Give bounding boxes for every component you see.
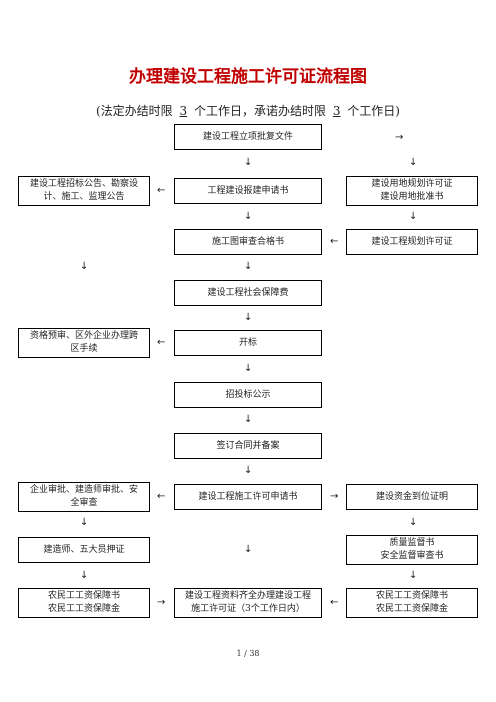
node-supervision-docs-line: 质量监督书 [389, 538, 435, 548]
node-supervision-docs: 质量监督书 安全监督审查书 [346, 535, 478, 565]
node-migrant-left-line: 农民工工资保障金 [47, 604, 120, 614]
promise-days: 3 [332, 104, 341, 118]
node-land-use-permit-line: 建设用地规划许可证 [371, 179, 453, 189]
node-bidding-notice-line: 建设工程招标公告、勘察设 [29, 179, 138, 189]
node-contract-filing: 签订合同并备案 [174, 433, 322, 459]
node-migrant-left-line: 农民工工资保障书 [47, 591, 120, 601]
node-bidding-notice-line: 计、施工、监理公告 [43, 192, 125, 202]
arrow-left: ← [330, 236, 339, 247]
node-qualification-precheck-line: 区手续 [70, 344, 98, 354]
arrow-down: ↓ [244, 261, 253, 272]
node-enterprise-approval-line: 全审查 [70, 498, 98, 508]
node-social-security-fee: 建设工程社会保障费 [174, 280, 322, 306]
node-bid-opening-label: 开标 [238, 337, 257, 348]
node-migrant-left: 农民工工资保障书 农民工工资保障金 [18, 588, 150, 618]
node-social-security-fee-label: 建设工程社会保障费 [207, 287, 289, 298]
arrow-right: → [330, 491, 339, 502]
arrow-right: → [395, 132, 404, 143]
node-qualification-precheck: 资格预审、区外企业办理跨 区手续 [18, 328, 150, 358]
legal-days: 3 [179, 104, 188, 118]
node-enterprise-approval: 企业审批、建造师审批、安 全审查 [18, 482, 150, 512]
arrow-down: ↓ [409, 570, 418, 581]
subtitle-suffix: 个工作日) [347, 104, 400, 118]
arrow-down: ↓ [244, 363, 253, 374]
node-construction-application-label: 工程建设报建申请书 [207, 185, 289, 196]
arrow-down: ↓ [409, 211, 418, 222]
node-bid-publicity-label: 招投标公示 [225, 389, 271, 400]
node-enterprise-approval-line: 企业审批、建造师审批、安 [29, 485, 138, 495]
node-land-use-permit-line: 建设用地批准书 [380, 192, 444, 202]
node-qualification-precheck-line: 资格预审、区外企业办理跨 [29, 331, 138, 341]
node-permit-issue: 建设工程资料齐全办理建设工程 施工许可证（3个工作日内） [174, 588, 322, 618]
arrow-down: ↓ [244, 414, 253, 425]
node-bid-publicity: 招投标公示 [174, 382, 322, 408]
node-bid-opening: 开标 [174, 330, 322, 356]
node-builder-pledge: 建造师、五大员押证 [18, 537, 150, 563]
node-drawing-review-label: 施工图审查合格书 [211, 236, 284, 247]
node-permit-issue-line: 建设工程资料齐全办理建设工程 [184, 591, 311, 601]
node-approval-docs: 建设工程立项批复文件 [174, 124, 322, 150]
page-subtitle: (法定办结时限 3 个工作日，承诺办结时限 3 个工作日) [0, 102, 496, 119]
arrow-down: ↓ [80, 570, 89, 581]
node-bidding-notice: 建设工程招标公告、勘察设 计、施工、监理公告 [18, 176, 150, 206]
node-approval-docs-label: 建设工程立项批复文件 [202, 131, 293, 142]
arrow-down: ↓ [244, 544, 253, 555]
arrow-down: ↓ [244, 157, 253, 168]
node-planning-permit-label: 建设工程规划许可证 [371, 236, 453, 247]
node-migrant-right: 农民工工资保障书 农民工工资保障金 [346, 588, 478, 618]
node-permit-application: 建设工程施工许可申请书 [174, 484, 322, 510]
node-permit-issue-line: 施工许可证（3个工作日内） [191, 604, 305, 614]
arrow-down: ↓ [409, 517, 418, 528]
subtitle-prefix: (法定办结时限 [96, 104, 173, 118]
node-migrant-right-line: 农民工工资保障金 [375, 604, 448, 614]
node-supervision-docs-line: 安全监督审查书 [380, 551, 444, 561]
arrow-down: ↓ [409, 157, 418, 168]
arrow-right: → [157, 597, 166, 608]
arrow-left: ← [330, 597, 339, 608]
node-land-use-permit: 建设用地规划许可证 建设用地批准书 [346, 176, 478, 206]
page-number: 1 / 38 [236, 649, 260, 658]
node-permit-application-label: 建设工程施工许可申请书 [198, 491, 298, 502]
node-fund-certificate-label: 建设资金到位证明 [375, 491, 448, 502]
node-migrant-right-line: 农民工工资保障书 [375, 591, 448, 601]
arrow-left: ← [157, 185, 166, 196]
node-fund-certificate: 建设资金到位证明 [346, 484, 478, 510]
arrow-down: ↓ [80, 261, 89, 272]
arrow-left: ← [157, 337, 166, 348]
node-builder-pledge-label: 建造师、五大员押证 [43, 544, 125, 555]
arrow-down: ↓ [244, 211, 253, 222]
arrow-left: ← [157, 491, 166, 502]
arrow-down: ↓ [244, 465, 253, 476]
arrow-down: ↓ [80, 517, 89, 528]
node-planning-permit: 建设工程规划许可证 [346, 229, 478, 255]
page-title: 办理建设工程施工许可证流程图 [129, 67, 367, 87]
node-construction-application: 工程建设报建申请书 [174, 178, 322, 204]
node-drawing-review: 施工图审查合格书 [174, 229, 322, 255]
arrow-down: ↓ [244, 312, 253, 323]
subtitle-mid: 个工作日，承诺办结时限 [193, 104, 326, 118]
node-contract-filing-label: 签订合同并备案 [216, 440, 280, 451]
